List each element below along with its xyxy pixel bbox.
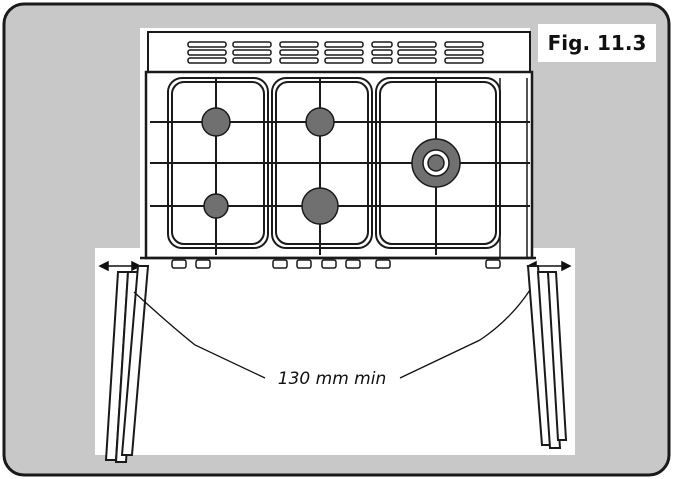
cabinet-door-right [526,265,568,449]
vent-slots [187,41,484,64]
dimension-arrow-left [98,260,142,272]
leader-line-right [399,289,531,379]
burner-rear-left [201,107,231,137]
burner-wok [411,138,461,188]
figure-label-box [538,24,656,62]
cabinet-door-left [104,265,150,463]
burner-front-middle [301,187,339,225]
hob-outline [144,70,534,260]
dimension-label: 130 mm min [278,369,386,389]
cooker [144,31,534,260]
leader-line-left [133,291,266,379]
backsplash-panel [147,31,531,73]
burner-front-left [203,193,229,219]
figure-label: Fig. 11.3 [548,31,647,55]
control-knobs [171,259,501,269]
cabinet-opening [95,248,575,455]
burner-rear-middle [305,107,335,137]
